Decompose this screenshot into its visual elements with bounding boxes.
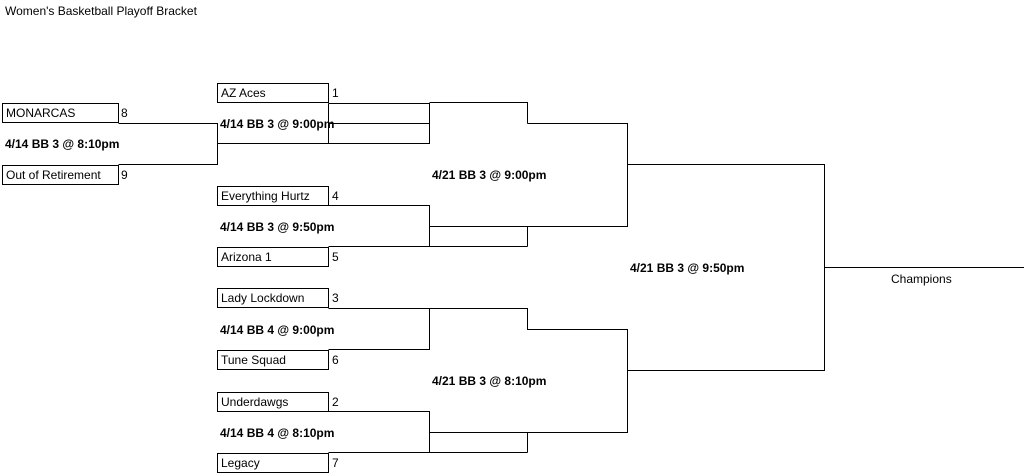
r1-game4-label: 4/14 BB 4 @ 8:10pm bbox=[220, 426, 335, 440]
r1-g1-top-line bbox=[328, 103, 430, 124]
team-arizona-1: Arizona 1 bbox=[217, 247, 329, 267]
r1-g3-connector bbox=[328, 308, 430, 350]
seed-out-of-retirement: 9 bbox=[121, 168, 128, 182]
r1-game2-label: 4/14 BB 3 @ 9:50pm bbox=[220, 220, 335, 234]
sf2-connector bbox=[429, 308, 628, 453]
champions-label: Champions bbox=[891, 272, 952, 286]
r1-g1-connector bbox=[217, 103, 430, 144]
team-az-aces: AZ Aces bbox=[217, 83, 329, 103]
semifinal2-label: 4/21 BB 3 @ 8:10pm bbox=[432, 374, 547, 388]
seed-monarcas: 8 bbox=[121, 106, 128, 120]
r1-game1-label: 4/14 BB 3 @ 9:00pm bbox=[220, 117, 335, 131]
team-everything-hurtz: Everything Hurtz bbox=[217, 186, 329, 206]
team-underdawgs: Underdawgs bbox=[217, 392, 329, 412]
seed-everything-hurtz: 4 bbox=[332, 189, 339, 203]
seed-az-aces: 1 bbox=[332, 86, 339, 100]
play-in-connector bbox=[118, 123, 218, 165]
page-title: Women's Basketball Playoff Bracket bbox=[5, 4, 197, 18]
r1-game3-label: 4/14 BB 4 @ 9:00pm bbox=[220, 323, 335, 337]
team-out-of-retirement: Out of Retirement bbox=[2, 165, 119, 185]
final-connector bbox=[627, 164, 1024, 371]
final-game-label: 4/21 BB 3 @ 9:50pm bbox=[630, 261, 745, 275]
seed-lady-lockdown: 3 bbox=[332, 291, 339, 305]
r1-g1-bottom-line bbox=[328, 123, 430, 144]
seed-tune-squad: 6 bbox=[332, 353, 339, 367]
r1-g2-connector bbox=[328, 205, 430, 247]
seed-legacy: 7 bbox=[332, 456, 339, 470]
semifinal1-label: 4/21 BB 3 @ 9:00pm bbox=[432, 168, 547, 182]
sf1-connector bbox=[429, 102, 628, 247]
team-tune-squad: Tune Squad bbox=[217, 350, 329, 370]
seed-underdawgs: 2 bbox=[332, 395, 339, 409]
play-in-game-label: 4/14 BB 3 @ 8:10pm bbox=[5, 137, 120, 151]
seed-arizona-1: 5 bbox=[332, 250, 339, 264]
r1-g4-connector bbox=[328, 411, 430, 453]
team-monarcas: MONARCAS bbox=[2, 103, 119, 123]
team-legacy: Legacy bbox=[217, 453, 329, 473]
team-lady-lockdown: Lady Lockdown bbox=[217, 288, 329, 308]
